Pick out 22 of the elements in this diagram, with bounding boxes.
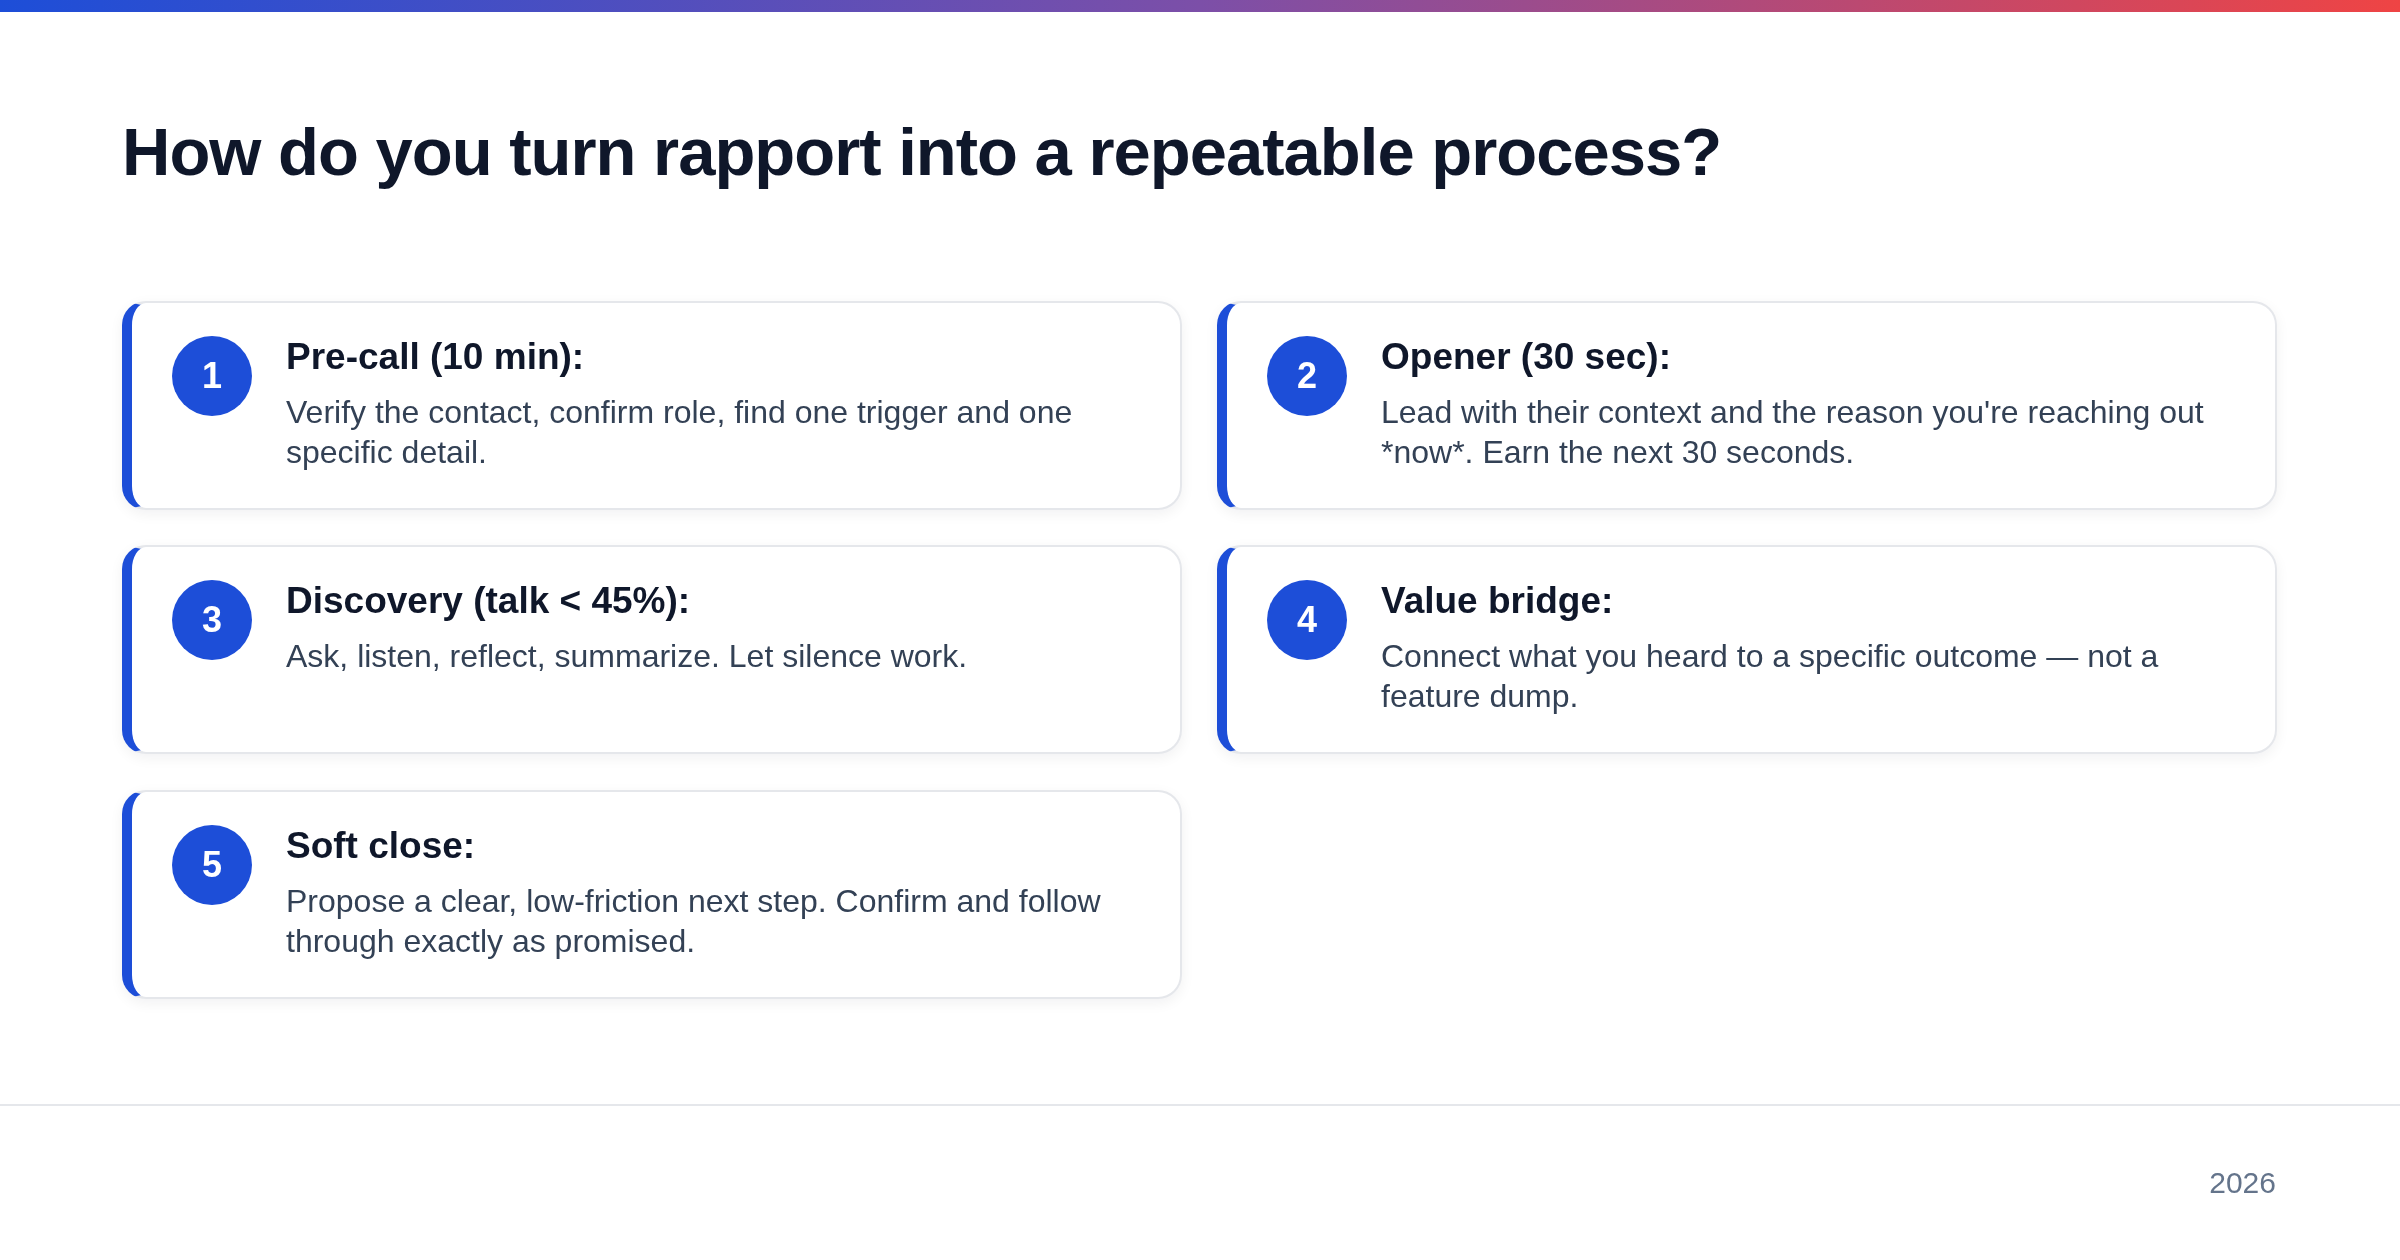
step-heading: Soft close: [286,824,476,868]
step-card [122,545,1182,754]
step-description: Propose a clear, low-friction next step. Confirm and follow through exactly as promised. [286,882,1102,961]
step-number: 2 [1267,336,1347,416]
step-card [1217,545,2277,754]
year-label: 2026 [2209,1165,2276,1201]
step-card [122,301,1182,510]
step-description: Lead with their context and the reason you're reaching out *now*. Earn the next 30 seconds. [1381,393,2205,472]
step-card [1217,301,2277,510]
step-number: 4 [1267,580,1347,660]
step-heading: Pre-call (10 min): [286,335,585,379]
step-heading: Opener (30 sec): [1381,335,1671,379]
step-heading: Discovery (talk < 45%): [286,579,691,623]
step-number: 1 [172,336,252,416]
step-card [122,790,1182,999]
step-description: Verify the contact, confirm role, find one trigger and one specific detail. [286,393,1074,472]
step-description: Connect what you heard to a specific outcome — not a feature dump. [1381,637,2160,716]
step-number: 3 [172,580,252,660]
page-title: How do you turn rapport into a repeatable process? [122,113,1722,191]
step-description: Ask, listen, reflect, summarize. Let silence work. [286,637,969,676]
step-number: 5 [172,825,252,905]
step-heading: Value bridge: [1381,579,1614,623]
